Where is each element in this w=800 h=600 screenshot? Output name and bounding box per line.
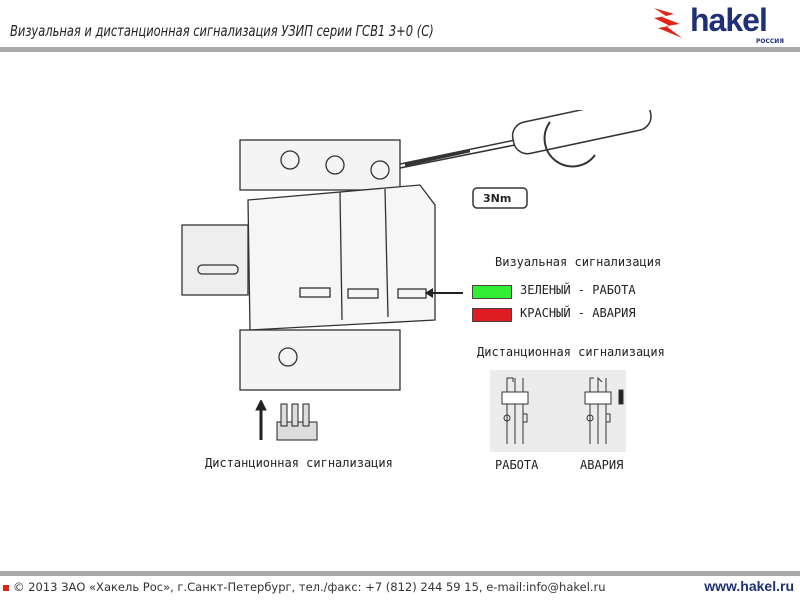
lightning-icon: [654, 8, 682, 38]
state-fault: АВАРИЯ: [580, 458, 624, 472]
torque-label: 3Nm: [483, 192, 512, 205]
green-swatch: [472, 285, 512, 299]
hakel-logo: hakel РОССИЯ: [652, 2, 792, 45]
legend-green: ЗЕЛЕНЫЙ - РАБОТА: [520, 283, 636, 297]
page-title: Визуальная и дистанционная сигнализация …: [10, 22, 434, 40]
website-link[interactable]: www.hakel.ru: [704, 578, 794, 594]
legend-red: КРАСНЫЙ - АВАРИЯ: [520, 306, 636, 320]
header-divider: [0, 47, 800, 52]
spd-device-drawing: [181, 139, 470, 391]
screwdriver-drawing: [400, 110, 652, 209]
remote-signal-panel: [490, 370, 626, 452]
bullet-icon: [3, 585, 9, 591]
arrow-icon: [425, 288, 463, 298]
red-swatch: [472, 308, 512, 322]
connector-drawing: [255, 400, 318, 441]
footer-copyright: © 2013 ЗАО «Хакель Рос», г.Санкт-Петербу…: [3, 580, 606, 594]
footer-divider: [0, 571, 800, 576]
visual-heading: Визуальная сигнализация: [495, 255, 662, 269]
state-ok: РАБОТА: [495, 458, 539, 472]
remote-heading: Дистанционная сигнализация: [477, 345, 665, 359]
connector-caption: Дистанционная сигнализация: [205, 456, 393, 470]
